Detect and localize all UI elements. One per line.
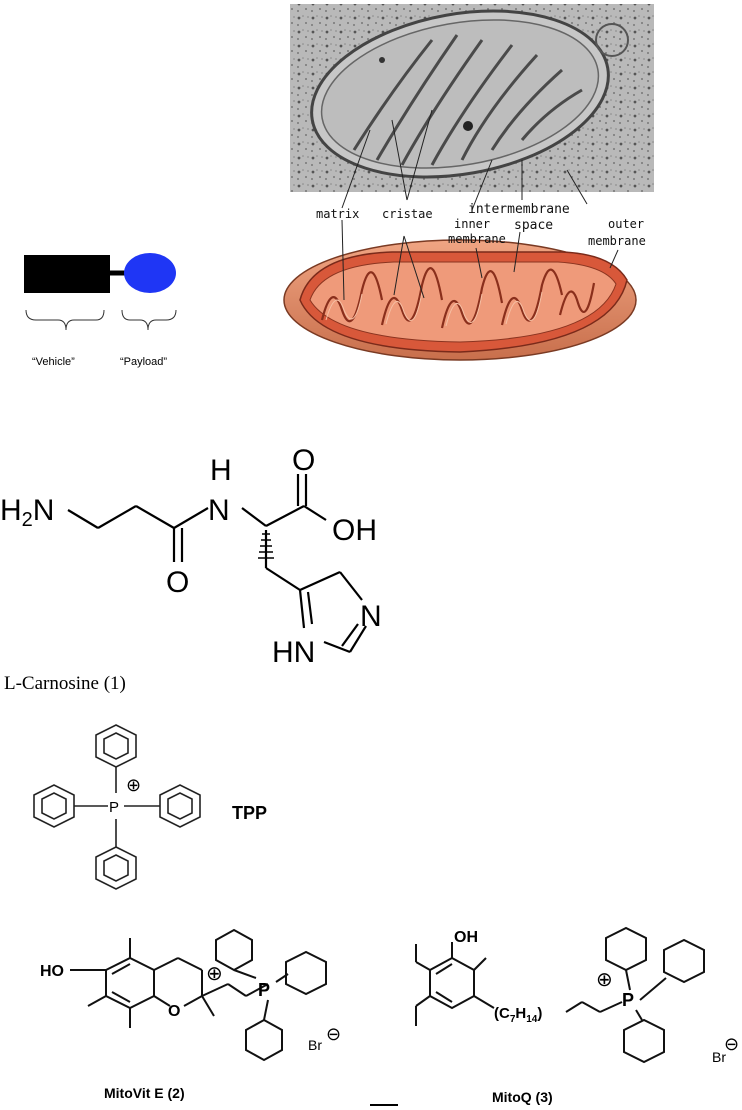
- mitoq-chain: (C7H14): [494, 1005, 542, 1025]
- acid-o-label: O: [292, 444, 315, 477]
- separator-dash: [370, 1104, 398, 1106]
- mitoq-br: Br: [712, 1049, 726, 1065]
- mitovit-structure: HO O P ⊕ Br ⊖ MitoVit E (2): [20, 920, 360, 1110]
- mitochondrion-figure: matrix cristae inner membrane intermembr…: [282, 0, 654, 370]
- inner-membrane-label: membrane: [448, 232, 506, 246]
- payload-label: “Payload”: [120, 356, 168, 368]
- mitochondrion-graphic: matrix cristae inner membrane intermembr…: [283, 4, 654, 361]
- vehicle-block: [24, 255, 110, 293]
- stereo-hash: [258, 533, 274, 559]
- mitoq-charge: ⊕: [596, 969, 613, 991]
- amide-h-label: H: [210, 454, 232, 487]
- mitochondrion-cutaway: [283, 239, 637, 361]
- payload-sphere: [124, 253, 176, 293]
- mitovit-caption: MitoVit E (2): [104, 1085, 185, 1101]
- matrix-label: matrix: [316, 207, 359, 221]
- mitoq-p: P: [622, 990, 634, 1010]
- outer-membrane-label: membrane: [588, 234, 646, 248]
- leader-lines: [341, 109, 619, 301]
- mitoq-caption: MitoQ (3): [492, 1089, 553, 1105]
- ring-hn-label: HN: [272, 636, 315, 669]
- cristae-label: cristae: [382, 207, 433, 221]
- tpp-charge: ⊕: [126, 775, 141, 795]
- intermembrane-label: intermembrane: [468, 202, 570, 217]
- mitoq-br-charge: ⊖: [724, 1034, 739, 1054]
- carbonyl-o-label: O: [166, 566, 189, 599]
- tpp-p-atom: P: [109, 799, 119, 816]
- carnosine-caption: L-Carnosine (1): [4, 673, 126, 694]
- vehicle-payload-graphic: [24, 253, 177, 331]
- mitovit-charge: ⊕: [206, 963, 223, 985]
- mitoq-graphic: OH (C7H14) P ⊕ Br ⊖ MitoQ (3): [415, 926, 739, 1105]
- mitoq-oh: OH: [454, 929, 478, 946]
- payload-brace: [121, 309, 177, 331]
- h2n-label: H2N: [0, 494, 54, 531]
- carnosine-graphic: H2N N H O O OH N HN: [0, 444, 382, 669]
- mitovit-p: P: [258, 980, 270, 1000]
- vehicle-payload-diagram: “Vehicle” “Payload”: [0, 240, 200, 380]
- mitoq-bonds: [415, 926, 705, 1064]
- mitovit-br-charge: ⊖: [326, 1024, 341, 1044]
- mitovit-graphic: HO O P ⊕ Br ⊖ MitoVit E (2): [40, 928, 341, 1101]
- oh-label: OH: [332, 514, 377, 547]
- amide-n-label: N: [208, 494, 230, 527]
- ring-n-label: N: [360, 600, 382, 633]
- mitovit-ho: HO: [40, 963, 64, 980]
- mitovit-br: Br: [308, 1037, 322, 1053]
- vehicle-brace: [25, 309, 105, 331]
- carnosine-structure: H2N N H O O OH N HN: [0, 440, 420, 670]
- mitoq-structure: OH (C7H14) P ⊕ Br ⊖ MitoQ (3): [390, 920, 742, 1110]
- tpp-graphic: P ⊕: [33, 724, 201, 890]
- outer-label: outer: [608, 217, 644, 231]
- space-label: space: [514, 218, 553, 233]
- tpp-rings: [33, 724, 201, 890]
- carnosine-bonds: [67, 474, 367, 654]
- tpp-label: TPP: [232, 803, 268, 823]
- mitovit-bonds: [70, 928, 327, 1062]
- tpp-structure: P ⊕ TPP: [20, 724, 320, 895]
- mitovit-o: O: [168, 1003, 180, 1020]
- vehicle-label: “Vehicle”: [32, 356, 75, 368]
- electron-micrograph: [290, 4, 654, 192]
- inner-label: inner: [454, 217, 490, 231]
